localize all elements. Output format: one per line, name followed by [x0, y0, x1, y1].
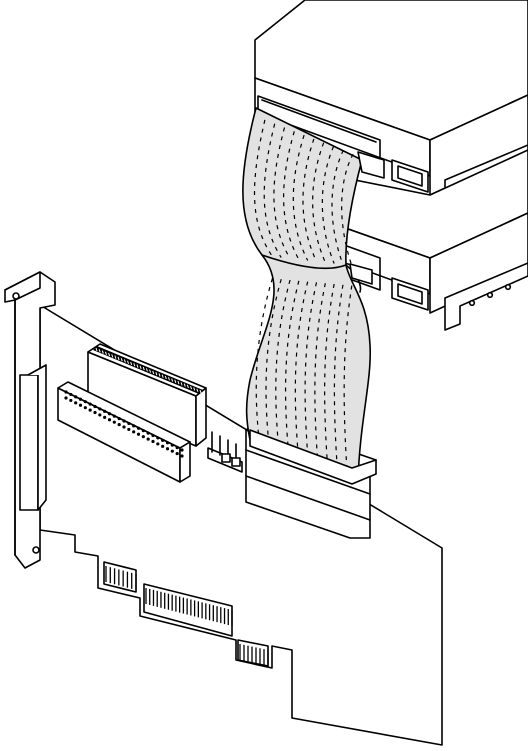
controller-card: [5, 272, 442, 745]
cable-body: [243, 108, 370, 480]
bracket-opening: [20, 375, 38, 510]
ribbon-cable: [243, 108, 384, 484]
